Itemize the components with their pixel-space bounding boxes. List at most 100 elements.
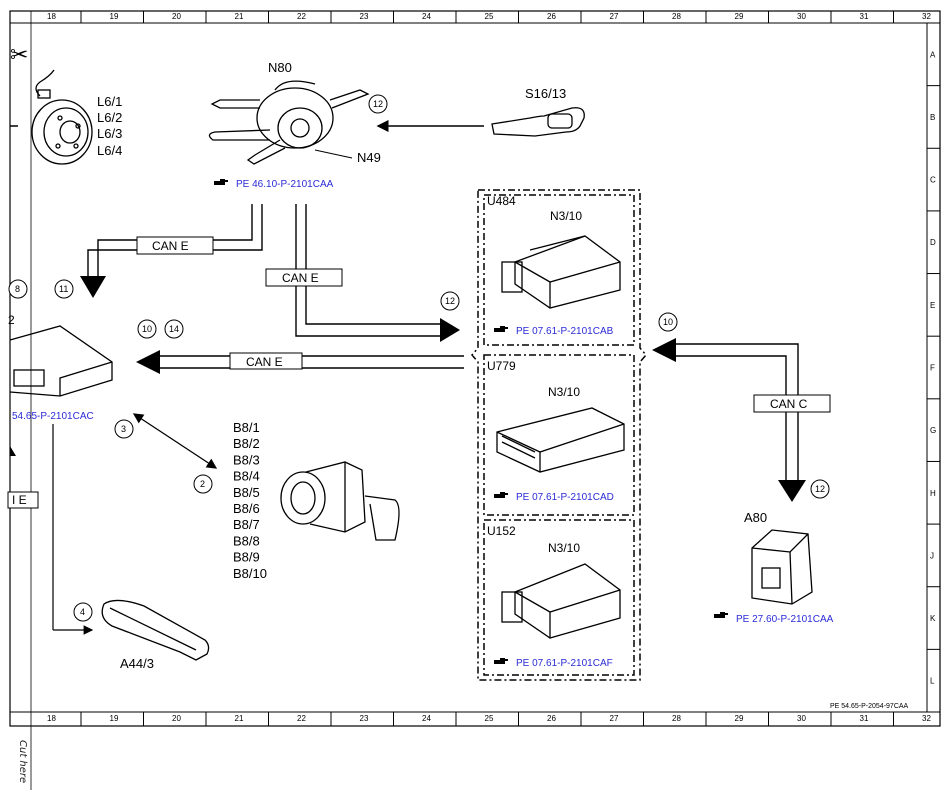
column-label-bottom: 31: [860, 714, 869, 723]
engine-control-unit-illustration-1: [501, 235, 621, 309]
u152-reference-link[interactable]: PE 07.61-P-2101CAF: [516, 658, 613, 669]
column-label-bottom: 25: [485, 714, 494, 723]
callout-12-top: [368, 94, 388, 114]
engine-control-unit-illustration-2: [496, 407, 625, 473]
column-ruler: 1818191920202121222223232424252526262727…: [47, 11, 931, 726]
column-label-bottom: 18: [47, 714, 56, 723]
row-label: A: [930, 50, 936, 59]
can-c-badge: [753, 394, 831, 413]
b8-label: B8/4: [233, 469, 260, 484]
column-label-top: 32: [922, 12, 931, 21]
column-label-top: 24: [422, 12, 431, 21]
u779-label: U779: [487, 359, 516, 373]
b8-label: B8/10: [233, 566, 267, 581]
b8-label: B8/7: [233, 517, 260, 532]
l6-label-4: L6/4: [97, 143, 122, 158]
callout-12-mid-text: 12: [445, 296, 455, 306]
column-label-top: 23: [360, 12, 369, 21]
b8-label: B8/2: [233, 436, 260, 451]
can-e-label-1: CAN E: [152, 239, 189, 253]
can-e-left-arrowhead: [136, 350, 160, 374]
scissors-icon: ✂: [10, 42, 28, 67]
document-id: PE 54.65-P-2054-97CAA: [830, 703, 909, 710]
row-label: J: [930, 551, 934, 560]
b8-label: B8/5: [233, 485, 260, 500]
u484-reference-link[interactable]: PE 07.61-P-2101CAB: [516, 326, 614, 337]
wheel-speed-sensor-illustration: [31, 69, 93, 165]
can-e-badge-3: [229, 352, 303, 370]
b8-label: B8/6: [233, 501, 260, 516]
column-label-top: 18: [47, 12, 56, 21]
row-label: E: [930, 301, 935, 310]
u484-part-label: N3/10: [550, 209, 582, 223]
parking-module-reference-link[interactable]: 54.65-P-2101CAC: [12, 411, 94, 422]
callout-10-right-text: 10: [663, 317, 673, 327]
column-label-bottom: 29: [735, 714, 744, 723]
column-label-top: 27: [610, 12, 619, 21]
u484-label: U484: [487, 194, 516, 208]
column-label-top: 19: [110, 12, 119, 21]
column-label-top: 31: [860, 12, 869, 21]
callout-2-text: 2: [200, 479, 205, 489]
callout-2: [193, 474, 213, 494]
n49-leader: [314, 149, 353, 159]
column-label-bottom: 19: [110, 714, 119, 723]
can-e-bus-left-arrow: [160, 355, 464, 369]
s16-13-label: S16/13: [525, 86, 566, 101]
steering-column-module-illustration: [208, 80, 370, 165]
callout-10-right: [658, 312, 678, 332]
a80-label: A80: [744, 510, 767, 525]
row-label: F: [930, 364, 935, 373]
left-module-number: 2: [8, 313, 15, 327]
b8-label: B8/9: [233, 550, 260, 565]
b8-bidirectional-arrow: [132, 413, 218, 469]
callout-3-text: 3: [121, 424, 126, 434]
u779-reference-link[interactable]: PE 07.61-P-2101CAD: [516, 492, 614, 503]
can-c-label: CAN C: [770, 397, 808, 411]
callout-8-text: 8: [15, 284, 20, 294]
column-label-top: 26: [547, 12, 556, 21]
callout-12-top-text: 12: [373, 99, 383, 109]
drawing-frame: [9, 10, 941, 790]
b8-label-list: B8/1B8/2B8/3B8/4B8/5B8/6B8/7B8/8B8/9B8/1…: [233, 420, 267, 581]
column-label-top: 20: [172, 12, 181, 21]
a80-reference-link[interactable]: PE 27.60-P-2101CAA: [736, 614, 834, 625]
row-label: L: [930, 677, 935, 686]
reference-hand-icon: [494, 326, 508, 332]
row-label: G: [930, 426, 936, 435]
left-can-label: I E: [12, 493, 27, 507]
can-e-badge-1: [136, 236, 214, 255]
can-e-down-arrowhead: [80, 276, 106, 298]
row-label: H: [930, 489, 936, 498]
can-c-bus-path: [674, 343, 799, 480]
row-label: K: [930, 614, 936, 623]
callout-12-right: [810, 479, 830, 499]
engine-control-unit-illustration-3: [501, 563, 621, 639]
row-label: D: [930, 238, 936, 247]
column-label-bottom: 30: [797, 714, 806, 723]
callout-3: [114, 419, 134, 439]
cruise-control-lever-illustration: [491, 107, 585, 137]
column-label-top: 30: [797, 12, 806, 21]
can-e-right-arrowhead: [440, 318, 460, 342]
l6-label-3: L6/3: [97, 126, 122, 141]
u152-part-label: N3/10: [548, 541, 580, 555]
column-label-bottom: 23: [360, 714, 369, 723]
can-e-label-2: CAN E: [282, 271, 319, 285]
l6-label-1: L6/1: [97, 94, 122, 109]
column-label-top: 21: [235, 12, 244, 21]
can-c-down-arrowhead: [778, 480, 806, 502]
parking-sensor-illustration: [280, 461, 400, 541]
callout-4: [73, 602, 93, 622]
headlamp-module-illustration: [101, 599, 210, 661]
callout-11: [54, 279, 74, 299]
column-label-top: 22: [297, 12, 306, 21]
n80-reference-link[interactable]: PE 46.10-P-2101CAA: [236, 179, 334, 190]
can-e-bus-right-path: [295, 204, 440, 337]
can-c-left-arrowhead: [652, 338, 676, 362]
callout-14: [164, 319, 184, 339]
column-label-top: 25: [485, 12, 494, 21]
callout-4-text: 4: [80, 607, 85, 617]
b8-label: B8/1: [233, 420, 260, 435]
callout-8: [8, 279, 28, 299]
